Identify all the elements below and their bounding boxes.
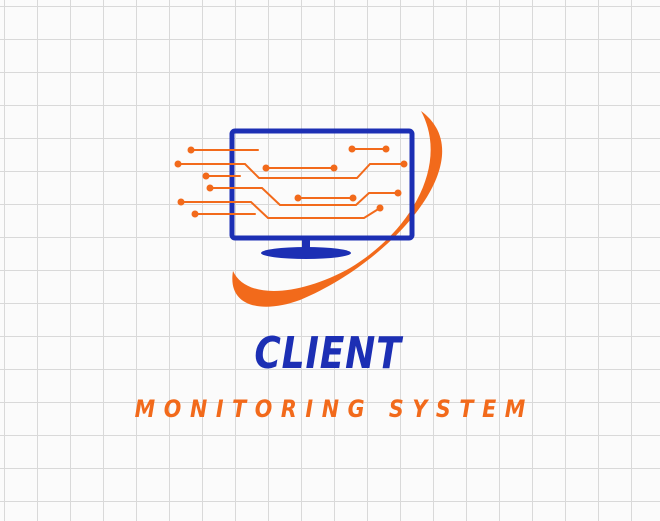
monitor-screen xyxy=(229,128,415,241)
monitor-base xyxy=(261,247,351,259)
logo-subtitle: MONITORING SYSTEM xyxy=(134,395,534,423)
logo-title: CLIENT xyxy=(254,328,402,379)
monitor-neck xyxy=(302,238,310,251)
circuit-nodes xyxy=(174,145,408,218)
circuit-lines xyxy=(177,148,405,219)
